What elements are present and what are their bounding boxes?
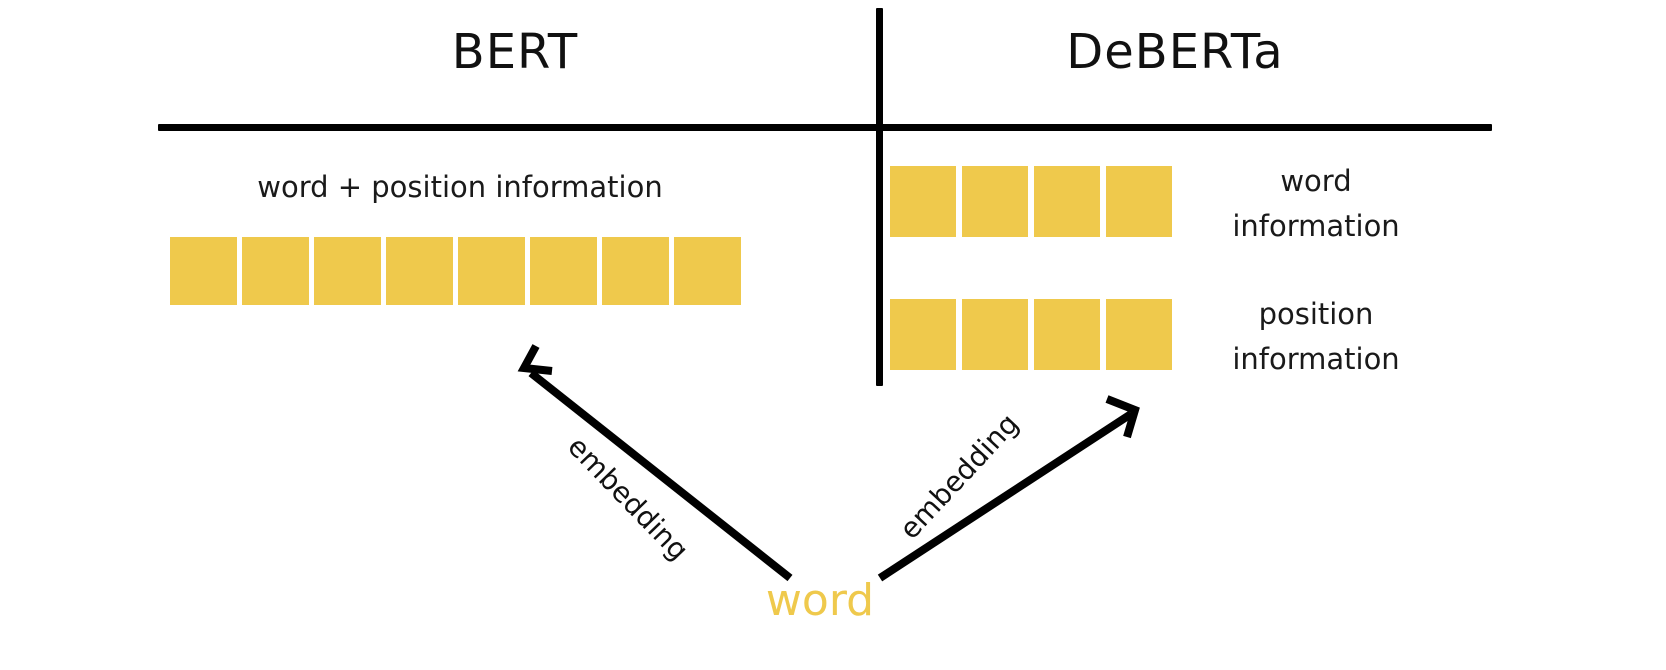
embedding-square	[386, 237, 453, 305]
embedding-square	[602, 237, 669, 305]
deberta-position-label-line1: position	[1258, 297, 1374, 331]
deberta-word-label: word information	[1196, 159, 1436, 249]
embedding-square	[674, 237, 741, 305]
embedding-square	[890, 166, 956, 237]
embedding-square	[530, 237, 597, 305]
embedding-square	[314, 237, 381, 305]
deberta-position-squares	[890, 299, 1172, 370]
embedding-square	[962, 166, 1028, 237]
embedding-square	[1034, 166, 1100, 237]
right-embedding-label: embedding	[893, 407, 1026, 546]
vertical-divider	[876, 8, 883, 386]
embedding-square	[458, 237, 525, 305]
deberta-position-label-line2: information	[1232, 342, 1400, 376]
deberta-word-label-line1: word	[1280, 164, 1352, 198]
bert-caption: word + position information	[257, 170, 663, 204]
deberta-position-label: position information	[1196, 292, 1436, 382]
embedding-square	[962, 299, 1028, 370]
source-word-label: word	[765, 575, 875, 626]
embedding-square	[1106, 299, 1172, 370]
deberta-word-label-line2: information	[1232, 209, 1400, 243]
embedding-square	[242, 237, 309, 305]
horizontal-divider	[158, 124, 1492, 131]
deberta-word-squares	[890, 166, 1172, 237]
panel-title-deberta: DeBERTa	[1066, 24, 1284, 80]
embedding-square	[1034, 299, 1100, 370]
embedding-square	[1106, 166, 1172, 237]
panel-title-bert: BERT	[451, 24, 579, 80]
embedding-square	[170, 237, 237, 305]
left-embedding-label: embedding	[561, 430, 696, 567]
bert-embedding-squares	[170, 237, 741, 305]
embedding-square	[890, 299, 956, 370]
